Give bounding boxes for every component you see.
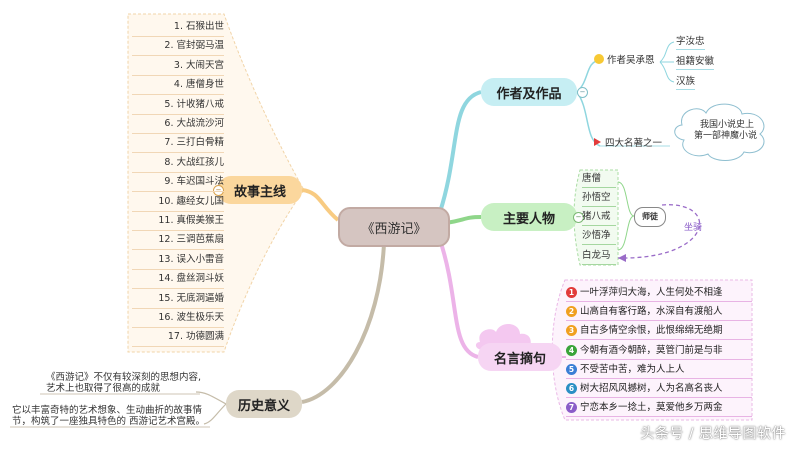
quote-text: 不受苦中苦，难为人上人 [580,363,685,375]
author-node[interactable]: 作者吴承恩 [594,54,655,67]
quote-number-badge: 7 [566,402,577,414]
author-detail-ethnicity[interactable]: 汉族 [676,74,696,90]
story-item[interactable]: 9. 车迟国斗法 [132,173,224,193]
quote-text: 今朝有酒今朝醉，莫管门前是与非 [580,344,723,356]
central-topic[interactable]: 《西游记》 [338,207,450,247]
cloud-line-1: 我国小说史上 [700,120,755,130]
masterpiece-cloud [674,103,765,161]
story-item[interactable]: 8. 大战红孩儿 [132,154,224,173]
story-item[interactable]: 5. 计收猪八戒 [132,96,224,115]
quote-text: 树大招风风撼树，人为名高名丧人 [580,383,723,394]
collapse-toggle-works[interactable]: − [577,87,588,98]
quote-text: 自古多情空余恨，此恨绵绵无绝期 [580,325,723,337]
link-quotes [438,239,479,359]
character-sha-wujing[interactable]: 沙悟净 [582,228,616,245]
story-item[interactable]: 6. 大战流沙河 [132,115,224,134]
character-white-dragon-horse[interactable]: 白龙马 [582,248,616,265]
quote-text: 宁恋本乡一捻土，莫爱他乡万两金 [580,402,723,414]
flag-icon [594,138,601,146]
story-item[interactable]: 7. 三打白骨精 [132,134,224,154]
branch-main-characters[interactable]: 主要人物 [481,203,577,231]
character-zhu-bajie[interactable]: 猪八戒 [582,209,616,226]
author-detail-courtesy-name[interactable]: 字汝忠 [676,34,705,50]
branch-famous-quotes[interactable]: 名言摘句 [478,343,562,371]
relation-badge-master-disciple[interactable]: 师徒 [634,207,666,227]
masterpiece-node[interactable]: 四大名著之一 [594,138,662,150]
mount-relation-label: 坐骑 [684,223,703,233]
smiley-icon [594,54,604,64]
quote-number-badge: 5 [566,363,577,375]
history-text-2: 艺术上也取得了很高的成就 [46,383,161,394]
link-works [438,90,482,213]
collapse-toggle-story[interactable]: − [213,185,224,196]
story-item[interactable]: 2. 官封弼马温 [132,37,224,57]
history-text-3: 它以丰富奇特的艺术想象、生动曲折的故事情 [12,405,203,416]
link-history [301,242,386,404]
quote-number-badge: 6 [566,383,577,394]
story-item[interactable]: 4. 唐僧身世 [132,76,224,96]
story-item[interactable]: 13. 误入小雷音 [132,251,224,270]
quote-text: 山高自有客行路，水深自有渡船人 [580,306,723,318]
quote-number-badge: 4 [566,344,577,356]
story-item[interactable]: 15. 无底洞逼婚 [132,290,224,309]
author-label: 作者吴承恩 [607,55,655,66]
author-detail-ancestry[interactable]: 祖籍安徽 [676,54,715,70]
story-item[interactable]: 10. 趣经女儿国 [132,193,224,212]
history-text-4: 节，构筑了一座独具特色的 西游记艺术宫殿。 [12,416,206,427]
story-item[interactable]: 17. 功德圆满 [132,328,224,348]
history-text-1: 《西游记》不仅有较深刻的思想内容, [46,372,202,383]
collapse-toggle-chars[interactable]: − [573,212,584,223]
story-item[interactable]: 12. 三调芭蕉扇 [132,231,224,251]
story-item[interactable]: 14. 盘丝洞斗妖 [132,270,224,290]
quotes-curtain [551,279,753,421]
quote-number-badge: 1 [566,287,577,298]
link-chars [445,215,482,225]
story-item[interactable]: 1. 石猴出世 [132,18,224,37]
quote-number-badge: 2 [566,306,577,318]
branch-historical-significance[interactable]: 历史意义 [226,390,302,418]
chars-curtain [573,169,619,266]
character-tang-seng[interactable]: 唐僧 [582,171,616,188]
story-item[interactable]: 3. 大闹天宫 [132,57,224,76]
story-item[interactable]: 11. 真假美猴王 [132,212,224,231]
quote-number-badge: 3 [566,325,577,337]
quote-text: 一叶浮萍归大海，人生何处不相逢 [580,287,723,298]
masterpiece-label: 四大名著之一 [605,138,663,149]
story-curtain [127,13,305,353]
cloud-line-2: 第一部神魔小说 [694,131,758,141]
branch-story-mainline[interactable]: 故事主线 [218,176,302,204]
story-item[interactable]: 16. 波生极乐天 [132,309,224,328]
link-story [301,188,340,222]
watermark: 头条号 / 思维导图软件 [640,426,786,442]
character-sun-wukong[interactable]: 孙悟空 [582,190,616,207]
branch-author-works[interactable]: 作者及作品 [481,78,577,106]
